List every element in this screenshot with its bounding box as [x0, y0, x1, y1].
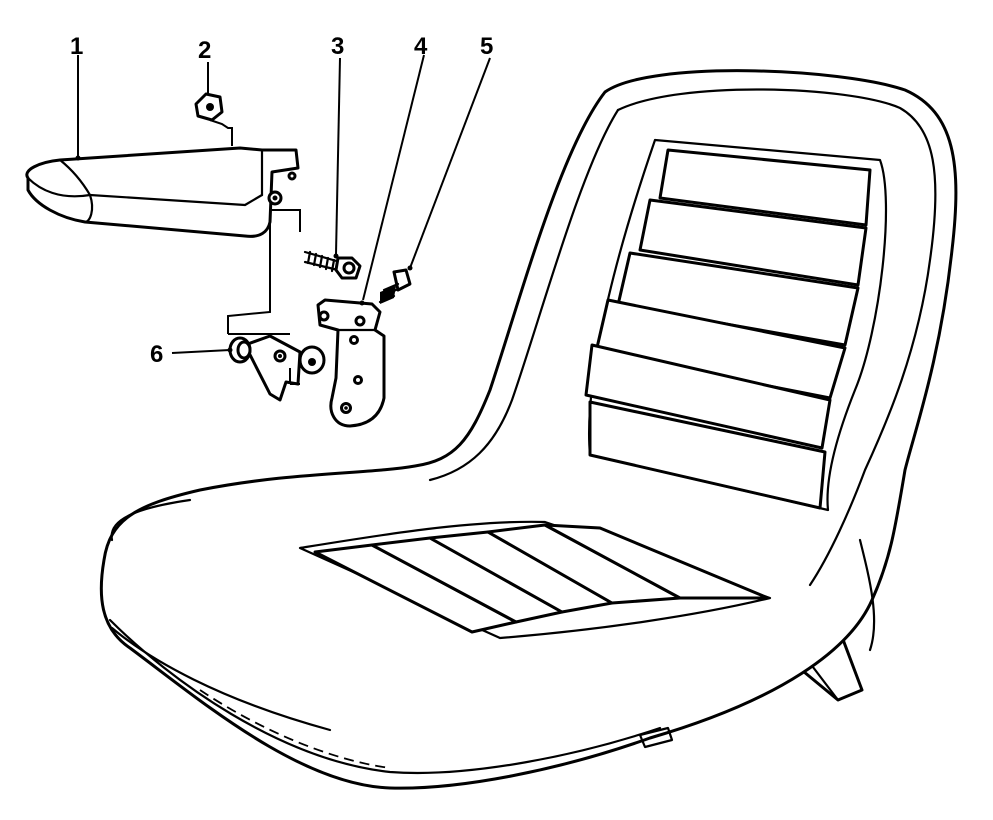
nut-icon [194, 92, 224, 122]
callout-2-label: 2 [198, 37, 211, 64]
bracket-icon [316, 298, 386, 428]
callout-4-label: 4 [414, 33, 428, 60]
armrest-icon [25, 146, 300, 238]
screw-icon [378, 268, 412, 304]
callout-labels: 1 2 3 4 5 6 [70, 33, 493, 368]
hinge-link-icon [228, 334, 326, 402]
seat-icon [99, 69, 958, 790]
callout-5-label: 5 [480, 33, 493, 60]
callout-1-label: 1 [70, 33, 83, 60]
callout-6-label: 6 [150, 341, 163, 368]
callout-3-label: 3 [331, 33, 344, 60]
bolt-icon [303, 250, 362, 280]
callout-leaders [75, 54, 491, 354]
assembly-guide-lines [209, 119, 301, 385]
